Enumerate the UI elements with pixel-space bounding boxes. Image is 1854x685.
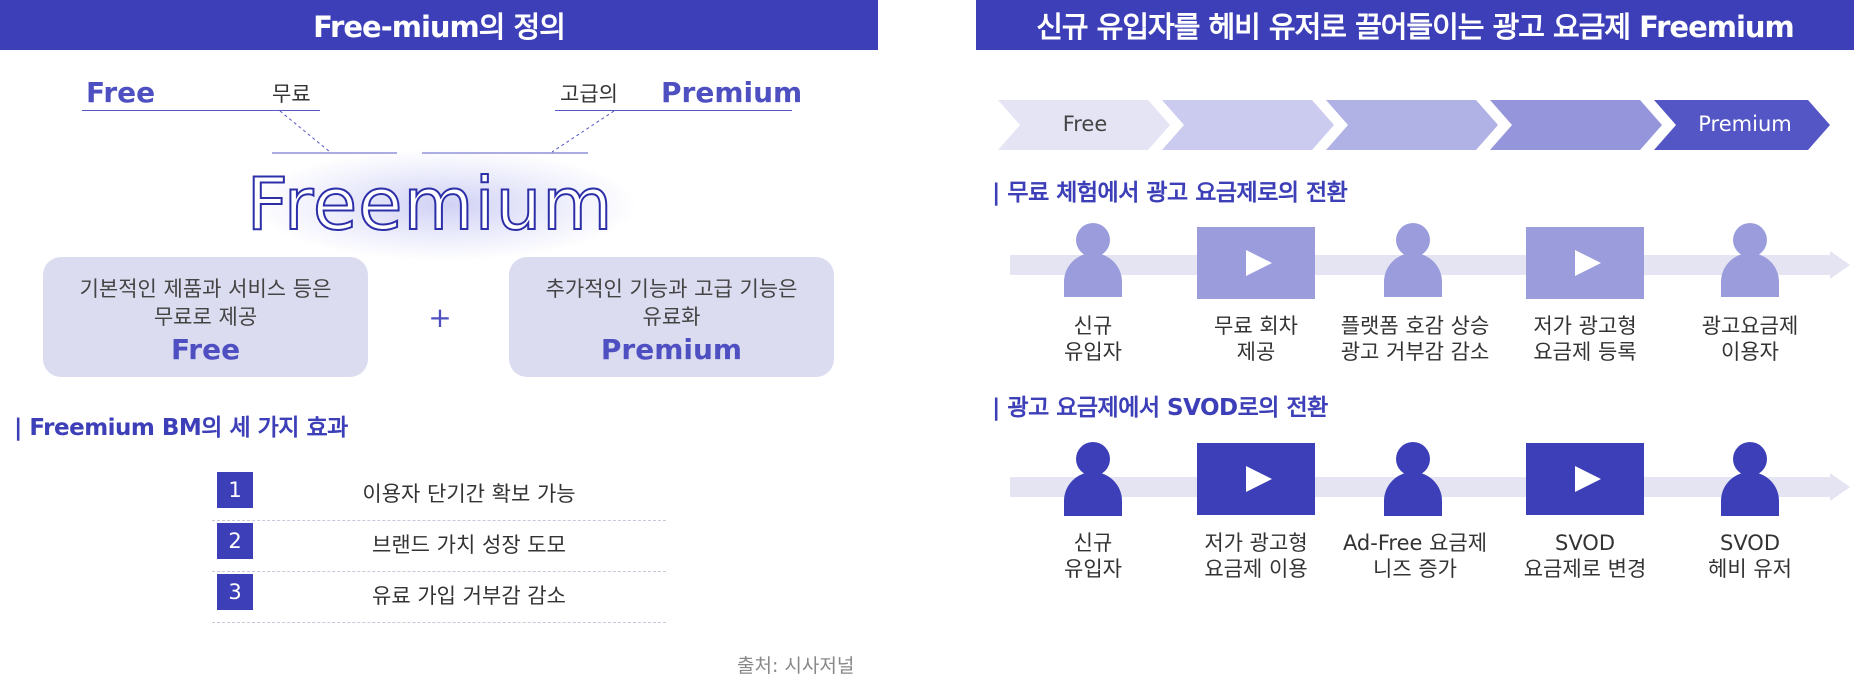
effect-number: 2 (217, 523, 253, 559)
chevron-2 (1162, 100, 1334, 150)
free-to-premium-chevrons (998, 100, 1830, 150)
premium-meaning: 고급의 (560, 82, 618, 106)
play-icon (1526, 443, 1644, 515)
play-icon (1526, 227, 1644, 299)
freemium-word: Freemium (246, 161, 614, 247)
person-icon (1064, 223, 1122, 297)
free-definition-box: 기본적인 제품과 서비스 등은 무료로 제공 Free (43, 257, 368, 377)
premium-underline (555, 110, 792, 111)
freemium-glow (255, 150, 635, 260)
free-tag: Free (170, 333, 241, 366)
chevron-premium-label: Premium (1698, 112, 1792, 136)
free-word: Free (86, 76, 156, 109)
premium-desc-line1: 추가적인 기능과 고급 기능은 (545, 277, 798, 301)
effect-row: 2 브랜드 가치 성장 도모 (212, 521, 666, 572)
connector-lines (272, 110, 615, 154)
flow2-title: | 광고 요금제에서 SVOD로의 전환 (992, 395, 1328, 421)
chevron-4 (1490, 100, 1662, 150)
effect-row: 1 이용자 단기간 확보 가능 (212, 470, 666, 521)
chevron-1 (998, 100, 1170, 150)
flow1-title: | 무료 체험에서 광고 요금제로의 전환 (992, 180, 1348, 206)
flow2-arrowhead (1830, 473, 1850, 501)
effect-label: 이용자 단기간 확보 가능 (362, 482, 576, 506)
person-icon (1384, 223, 1442, 297)
chevron-3 (1326, 100, 1498, 150)
free-meaning: 무료 (272, 82, 311, 106)
effect-number: 3 (217, 574, 253, 610)
chevron-5 (1654, 100, 1830, 150)
person-icon (1721, 223, 1779, 297)
effect-label: 브랜드 가치 성장 도모 (372, 533, 566, 557)
person-icon (1064, 442, 1122, 516)
effects-section-title: | Freemium BM의 세 가지 효과 (14, 415, 348, 441)
person-icon (1384, 442, 1442, 516)
premium-word: Premium (661, 76, 803, 109)
premium-definition-box: 추가적인 기능과 고급 기능은 유료화 Premium (509, 257, 834, 377)
right-banner-title: 신규 유입자를 헤비 유저로 끌어들이는 광고 요금제 Freemium (976, 0, 1854, 50)
effect-number: 1 (217, 472, 253, 508)
plus-sign: + (428, 301, 452, 334)
effect-row: 3 유료 가입 거부감 감소 (212, 572, 666, 623)
free-underline (82, 110, 320, 111)
chevron-free-label: Free (1062, 112, 1108, 136)
premium-desc-line2: 유료화 (642, 305, 701, 329)
left-banner-title: Free-mium의 정의 (0, 0, 878, 50)
person-icon (1721, 442, 1779, 516)
free-desc-line2: 무료로 제공 (153, 305, 258, 329)
premium-tag: Premium (600, 333, 743, 366)
effect-label: 유료 가입 거부감 감소 (372, 584, 566, 608)
source-credit: 출처: 시사저널 (737, 655, 855, 677)
play-icon (1197, 227, 1315, 299)
flow1-arrowhead (1830, 251, 1850, 279)
play-icon (1197, 443, 1315, 515)
free-desc-line1: 기본적인 제품과 서비스 등은 (79, 277, 332, 301)
